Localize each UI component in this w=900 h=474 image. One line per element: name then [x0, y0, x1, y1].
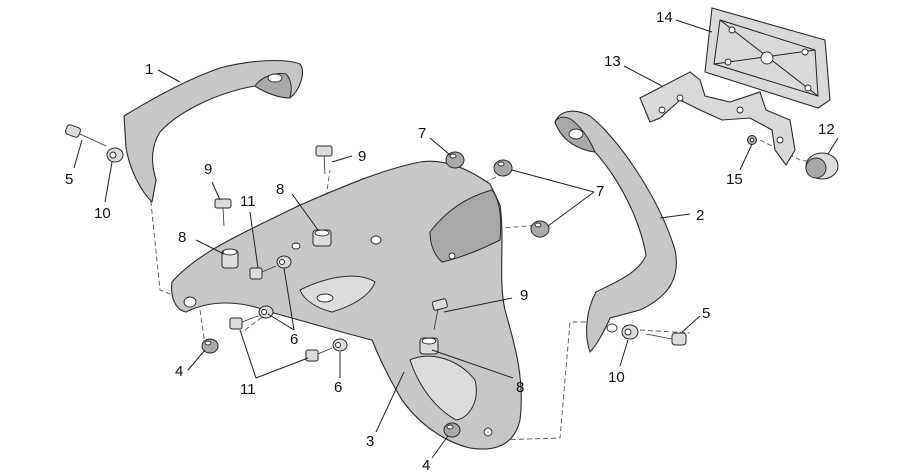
callout-5-right: 5	[702, 305, 710, 322]
screw-11-lower	[229, 315, 259, 330]
callout-6-upper: 6	[290, 331, 298, 348]
screw-11-upper	[249, 265, 277, 280]
rear-fairing	[171, 160, 522, 450]
callout-11-upper: 11	[240, 193, 256, 210]
callout-13: 13	[604, 53, 621, 70]
callout-12: 12	[818, 121, 835, 138]
leader-lines	[73, 19, 839, 459]
callout-15: 15	[726, 171, 743, 188]
callout-labels: 1 2 3 4 4 5 5 6 6 7 7 8 8 8 9 9 9 10 10 …	[65, 9, 835, 474]
grommet-7-top	[445, 151, 465, 169]
callout-10-left: 10	[94, 205, 111, 222]
callout-7-right: 7	[596, 183, 604, 200]
license-plate-bracket	[639, 71, 796, 166]
bolt-9-left	[214, 198, 232, 227]
grommet-7-low	[530, 220, 550, 238]
callout-7-top: 7	[418, 125, 426, 142]
nut-4-left	[201, 338, 219, 354]
left-grab-handle	[123, 59, 303, 203]
screw-11-bottom	[305, 347, 333, 362]
spacer-10-right	[621, 324, 639, 340]
bolt-9-right	[431, 298, 448, 331]
callout-6-lower: 6	[334, 379, 342, 396]
nut-4-bottom	[443, 422, 461, 438]
grommet-7-mid	[493, 159, 513, 177]
license-plate-holder	[704, 7, 831, 109]
callout-2: 2	[696, 207, 704, 224]
right-grab-handle	[554, 110, 677, 353]
callout-5-left: 5	[65, 171, 73, 188]
washer-6-a	[276, 255, 292, 269]
bolt-9-top	[315, 145, 333, 175]
callout-4-bottom: 4	[422, 457, 430, 474]
callout-8-upper: 8	[276, 181, 284, 198]
bushing-8-center	[312, 229, 332, 247]
callout-9-left: 9	[204, 161, 212, 178]
nut-15	[747, 135, 757, 145]
callout-14: 14	[656, 9, 673, 26]
screw-5-left	[65, 124, 107, 147]
washer-6-c	[332, 338, 348, 352]
rubber-cap	[805, 152, 839, 180]
callout-4-left: 4	[175, 363, 183, 380]
callout-3: 3	[366, 433, 374, 450]
callout-8-right: 8	[516, 379, 524, 396]
screw-5-right	[645, 332, 687, 346]
callout-8-left: 8	[178, 229, 186, 246]
callout-1: 1	[145, 61, 153, 78]
callout-9-top: 9	[358, 148, 366, 165]
bushing-8-left	[221, 248, 239, 269]
callout-9-right: 9	[520, 287, 528, 304]
callout-10-right: 10	[608, 369, 625, 386]
spacer-10-left	[106, 147, 124, 163]
callout-11-lower: 11	[240, 381, 256, 398]
